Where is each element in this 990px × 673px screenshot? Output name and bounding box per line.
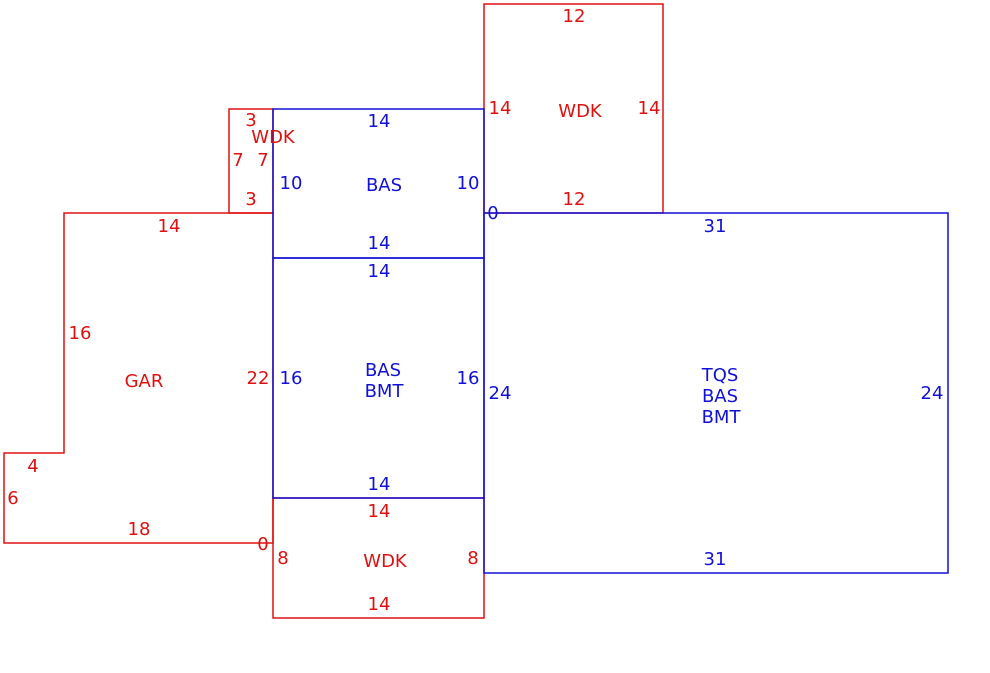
bas-bmt-dim-left: 16 bbox=[280, 368, 303, 389]
wdk-bottom-dim-top: 14 bbox=[368, 501, 391, 522]
wdk-small-dim-top: 3 bbox=[245, 110, 256, 131]
gar-label: GAR bbox=[125, 371, 164, 392]
bas-bmt-label-line1: BAS bbox=[365, 360, 401, 381]
bas-top-dim-bottom: 14 bbox=[368, 233, 391, 254]
wdk-small-label: WDK bbox=[251, 127, 296, 148]
wdk-bottom-dim-right: 8 bbox=[467, 548, 478, 569]
blue-outlines bbox=[272, 108, 949, 574]
wdk-bottom-dim-left: 8 bbox=[277, 548, 288, 569]
wdk-small-dim-bottom: 3 bbox=[245, 189, 256, 210]
wdk-top-dim-bottom: 12 bbox=[563, 189, 586, 210]
wdk-small-dim-right: 7 bbox=[257, 150, 268, 171]
bas-top-corner-zero: 0 bbox=[487, 203, 498, 224]
tqs-dim-top: 31 bbox=[704, 216, 727, 237]
wdk-bottom-dim-bottom: 14 bbox=[368, 594, 391, 615]
tqs-label-line3: BMT bbox=[702, 407, 742, 428]
tqs-dim-bottom: 31 bbox=[704, 549, 727, 570]
wdk-small-dim-left: 7 bbox=[232, 150, 243, 171]
gar-dim-left: 16 bbox=[69, 323, 92, 344]
wdk-top-dim-top: 12 bbox=[563, 6, 586, 27]
gar-dim-top: 14 bbox=[158, 216, 181, 237]
gar-dim-step: 4 bbox=[27, 456, 38, 477]
gar-dim-bottom: 18 bbox=[128, 519, 151, 540]
red-outlines bbox=[3, 3, 664, 619]
gar-corner-zero: 0 bbox=[257, 534, 268, 555]
bas-top-dim-left: 10 bbox=[280, 173, 303, 194]
bas-top-label: BAS bbox=[366, 175, 402, 196]
wdk-top-dim-right: 14 bbox=[638, 98, 661, 119]
tqs-dim-right: 24 bbox=[921, 383, 944, 404]
tqs-label-line1: TQS bbox=[701, 365, 739, 386]
tqs-outline bbox=[483, 212, 949, 574]
gar-dim-right: 22 bbox=[247, 368, 270, 389]
wdk-top-dim-left: 14 bbox=[489, 98, 512, 119]
bas-top-dim-top: 14 bbox=[368, 111, 391, 132]
bas-bmt-label-line2: BMT bbox=[365, 381, 405, 402]
bas-top-dim-right: 10 bbox=[457, 173, 480, 194]
wdk-top-label: WDK bbox=[558, 101, 603, 122]
gar-dim-left-low: 6 bbox=[7, 488, 18, 509]
bas-bmt-dim-bottom: 14 bbox=[368, 474, 391, 495]
wdk-bottom-label: WDK bbox=[363, 551, 408, 572]
bas-bmt-dim-right: 16 bbox=[457, 368, 480, 389]
tqs-label-line2: BAS bbox=[702, 386, 738, 407]
bas-bmt-dim-top: 14 bbox=[368, 261, 391, 282]
tqs-dim-left: 24 bbox=[489, 383, 512, 404]
